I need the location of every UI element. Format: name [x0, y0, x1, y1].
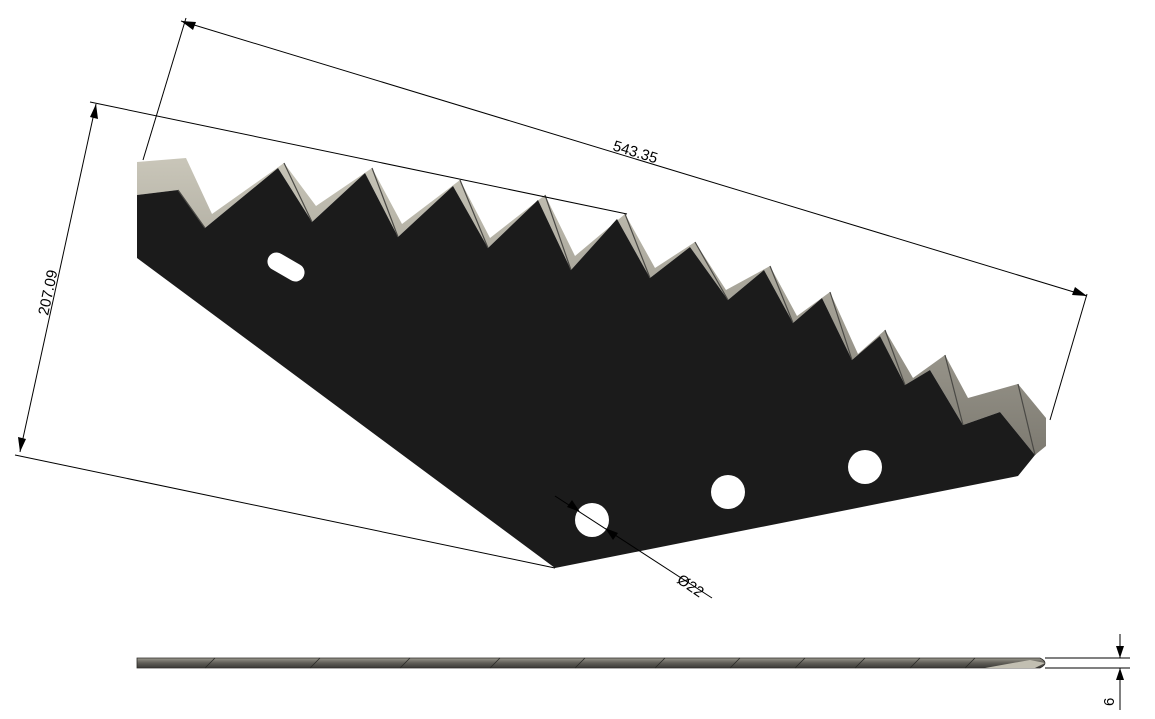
length-label: 543.35 — [611, 138, 660, 168]
blade-side-view — [136, 657, 1046, 669]
hole-diameter-label: Ø22 — [674, 571, 707, 601]
side-profile — [136, 657, 1046, 669]
hole-diameter-dimension: Ø22 — [554, 495, 713, 601]
thickness-dimension: 6 — [1045, 634, 1130, 710]
height-dimension: 207.09 — [14, 101, 628, 569]
thickness-label: 6 — [1101, 698, 1118, 706]
blade-body — [137, 168, 1035, 568]
side-bevel-tip — [985, 660, 1045, 668]
mounting-hole-2 — [711, 475, 745, 509]
bevel-shadow-edges — [177, 162, 1036, 456]
side-hatch-lines — [204, 657, 976, 669]
mounting-hole-3 — [848, 450, 882, 484]
blade-front-view — [137, 158, 1046, 568]
height-label: 207.09 — [35, 268, 61, 316]
mounting-slot — [267, 252, 305, 282]
